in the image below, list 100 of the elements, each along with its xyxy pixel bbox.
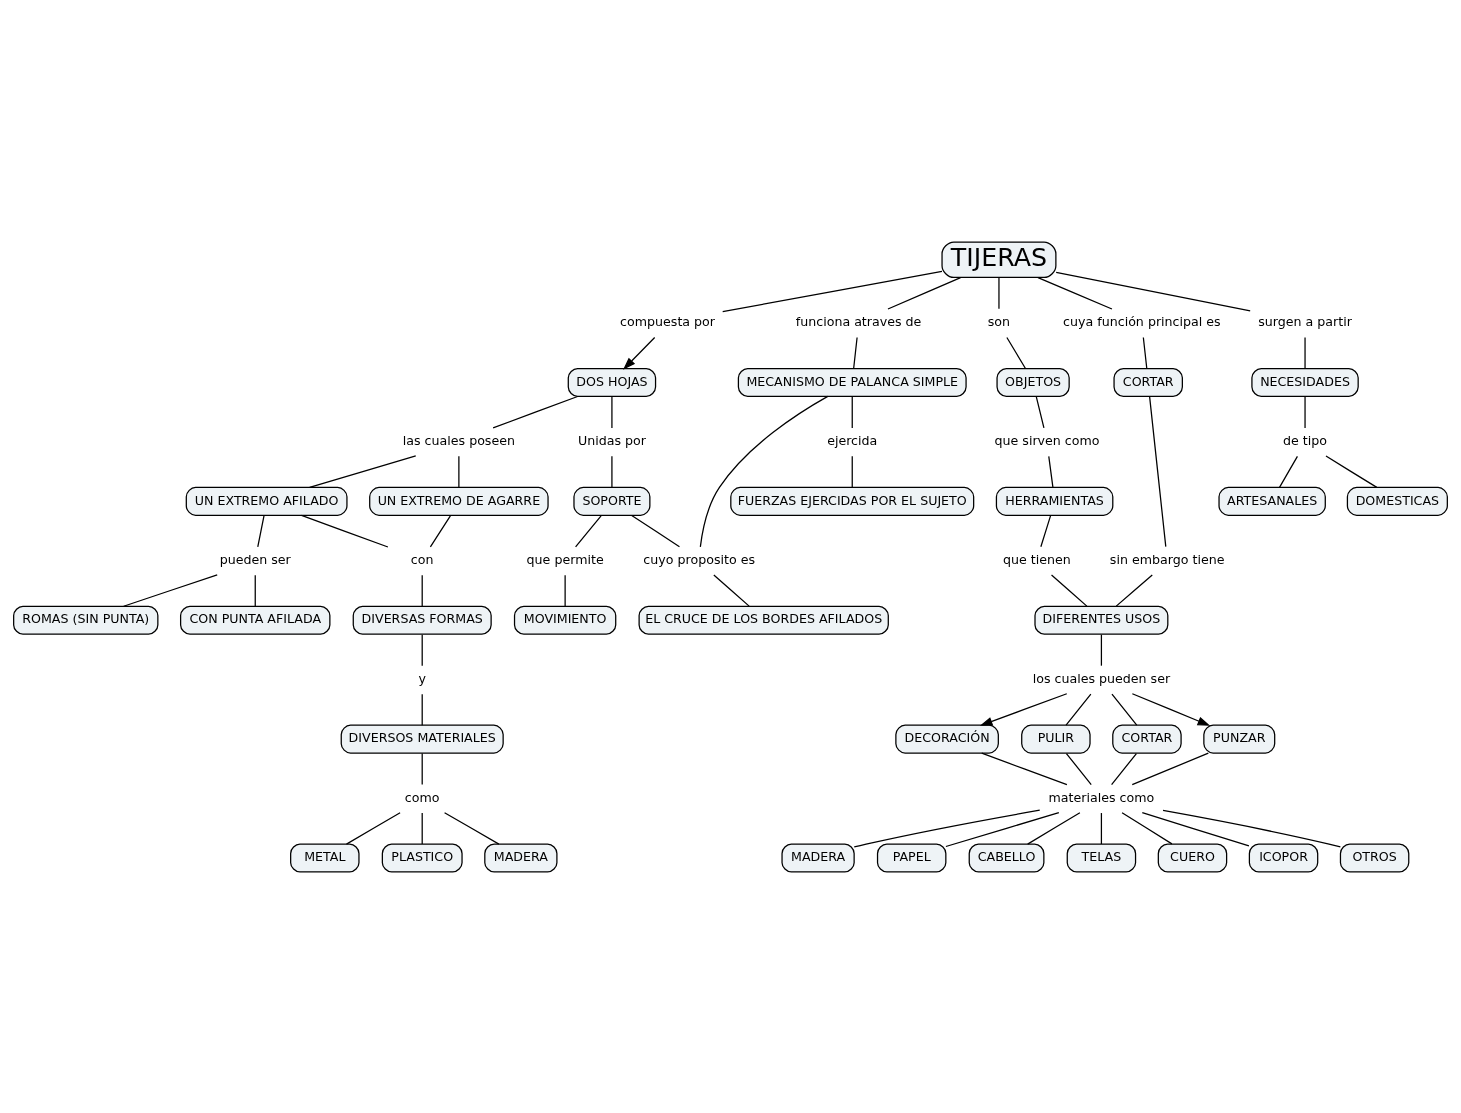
connector	[1037, 276, 1113, 310]
connector	[254, 574, 256, 607]
connector	[998, 276, 1000, 309]
node-text: que sirven como	[994, 432, 1100, 448]
node-box: CORTAR	[1112, 724, 1182, 754]
node-box: CORTAR	[1113, 367, 1183, 397]
node-box: CUERO	[1157, 843, 1228, 873]
connector	[699, 395, 829, 547]
connector	[1100, 811, 1103, 845]
node-text: cuyo proposito es	[643, 551, 756, 567]
node-box: FUERZAS EJERCIDAS POR EL SUJETO	[730, 486, 975, 516]
node-text: funciona atraves de	[795, 313, 922, 329]
connector	[1142, 336, 1148, 369]
node-text: sin embargo tiene	[1109, 551, 1225, 567]
node-box: ICOPOR	[1248, 843, 1319, 873]
node-box: DIVERSAS FORMAS	[352, 605, 492, 635]
node-box: DIVERSOS MATERIALES	[340, 724, 504, 754]
connector	[611, 395, 613, 429]
connector	[421, 811, 423, 845]
node-text: y	[418, 670, 426, 686]
node-box: CABELLO	[968, 843, 1045, 873]
connector	[1065, 752, 1092, 785]
node-text: con	[410, 551, 434, 567]
connector	[1035, 395, 1045, 429]
connector	[1040, 514, 1052, 547]
node-box: DOS HOJAS	[567, 367, 657, 397]
connector	[722, 270, 943, 312]
connector	[1100, 633, 1103, 666]
connector	[1048, 455, 1054, 488]
node-text: como	[404, 789, 440, 805]
node-text: son	[987, 313, 1011, 329]
connector	[851, 395, 853, 429]
node-box: DECORACIÓN	[895, 724, 999, 754]
connector	[1065, 693, 1092, 726]
node-text: materiales como	[1048, 789, 1155, 805]
connector	[1304, 336, 1306, 369]
connector	[1278, 455, 1299, 488]
connector	[1055, 271, 1251, 311]
node-box: TIJERAS	[941, 240, 1057, 278]
node-text: Unidas por	[577, 432, 646, 448]
connector	[300, 514, 389, 548]
node-box: NECESIDADES	[1251, 367, 1359, 397]
connector	[1110, 752, 1137, 785]
connector	[1149, 395, 1167, 547]
node-box: UN EXTREMO DE AGARRE	[369, 486, 549, 516]
connector	[443, 811, 500, 845]
connector	[458, 455, 460, 488]
node-box: UN EXTREMO AFILADO	[185, 486, 348, 516]
connector	[564, 574, 566, 607]
node-box: MADERA	[484, 843, 558, 873]
connector	[421, 574, 423, 607]
node-text: que permite	[526, 551, 604, 567]
node-box: PLASTICO	[381, 843, 463, 873]
connector	[1131, 752, 1209, 785]
connector	[123, 573, 218, 607]
arrow	[1131, 692, 1211, 726]
connector	[257, 514, 265, 547]
node-box: SOPORTE	[573, 486, 651, 516]
connector	[851, 455, 853, 488]
node-box: PAPEL	[876, 843, 947, 873]
connector	[574, 514, 602, 547]
connector	[1121, 811, 1173, 845]
node-text: pueden ser	[219, 551, 291, 567]
connector	[429, 514, 451, 547]
node-box: TELAS	[1066, 843, 1137, 873]
connector	[1304, 395, 1306, 429]
node-box: OBJETOS	[996, 367, 1070, 397]
arrow	[979, 692, 1068, 726]
node-text: compuesta por	[620, 313, 716, 329]
node-text: surgen a partir	[1258, 313, 1352, 329]
connector	[1111, 693, 1138, 726]
node-text: las cuales poseen	[402, 432, 515, 448]
connector	[853, 336, 858, 369]
connector	[945, 811, 1060, 847]
node-box: MECANISMO DE PALANCA SIMPLE	[737, 367, 967, 397]
connector	[345, 811, 401, 845]
connector	[611, 455, 613, 488]
connector	[853, 809, 1041, 848]
connector	[1115, 573, 1153, 607]
node-text: los cuales pueden ser	[1032, 670, 1171, 686]
connector	[309, 454, 417, 488]
node-box: DIFERENTES USOS	[1034, 605, 1169, 635]
node-text: cuya función principal es	[1063, 313, 1221, 329]
connector	[421, 633, 423, 666]
node-box: DOMESTICAS	[1346, 486, 1448, 516]
node-text: ejercida	[827, 432, 878, 448]
connector	[981, 752, 1068, 785]
node-box: HERRAMIENTAS	[995, 486, 1114, 516]
connector	[421, 752, 423, 785]
node-box: MADERA	[781, 843, 855, 873]
arrow	[623, 336, 656, 370]
node-box: ROMAS (SIN PUNTA)	[13, 605, 159, 635]
node-box: EL CRUCE DE LOS BORDES AFILADOS	[638, 605, 889, 635]
connector	[421, 693, 423, 726]
connector	[1027, 811, 1081, 845]
connector	[1325, 454, 1378, 488]
connector	[887, 276, 962, 310]
connector	[631, 514, 681, 547]
node-text: que tienen	[1003, 551, 1071, 567]
node-box: PUNZAR	[1203, 724, 1276, 754]
